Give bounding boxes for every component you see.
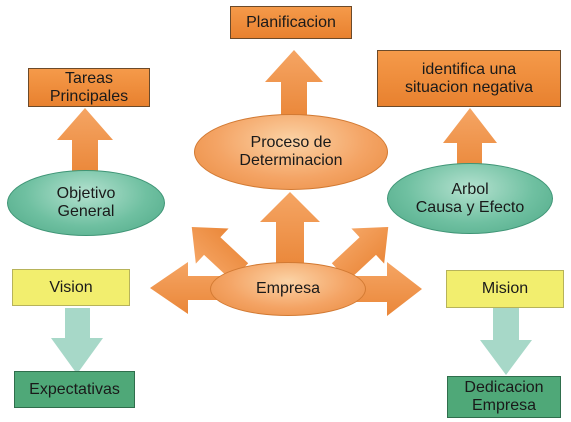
node-arbol-causa-efecto: Arbol Causa y Efecto [387,163,553,234]
arrow-left [150,262,222,314]
node-tareas-principales: Tareas Principales [28,68,150,107]
arrow-diagonal-upper-left [191,226,249,281]
node-identifica-label: identifica una situacion negativa [404,60,534,96]
arrow-down-to-expectativas [51,308,103,374]
arrow-up-to-tareas [57,108,113,175]
node-arbol-causa-efecto-label: Arbol Causa y Efecto [415,180,525,216]
node-expectativas-label: Expectativas [29,380,120,398]
node-tareas-principales-label: Tareas Principales [49,69,129,105]
arrow-up-to-identifica [443,108,497,175]
node-proceso-determinacion-label: Proceso de Determinacion [239,134,343,169]
arrow-down-to-dedicacion [480,308,532,375]
node-vision: Vision [12,269,130,306]
node-planificacion-label: Planificacion [246,13,336,31]
node-mision-label: Mision [481,280,529,297]
arrow-up-to-planificacion [265,50,323,118]
node-proceso-determinacion: Proceso de Determinacion [194,114,388,190]
node-empresa: Empresa [210,262,366,316]
node-objetivo-general: Objetivo General [7,170,165,236]
node-dedicacion-empresa-label: Dedicacion Empresa [464,379,544,414]
node-vision-label: Vision [49,278,93,296]
arrow-diagonal-upper-right [331,226,389,281]
node-expectativas: Expectativas [14,371,135,408]
node-identifica: identifica una situacion negativa [377,50,561,107]
node-empresa-label: Empresa [255,280,321,297]
arrow-right [355,262,422,316]
node-dedicacion-empresa: Dedicacion Empresa [447,376,561,418]
node-mision: Mision [446,270,564,308]
node-planificacion: Planificacion [230,6,352,39]
node-objetivo-general-label: Objetivo General [56,185,116,220]
arrow-up-to-proceso [260,192,320,268]
